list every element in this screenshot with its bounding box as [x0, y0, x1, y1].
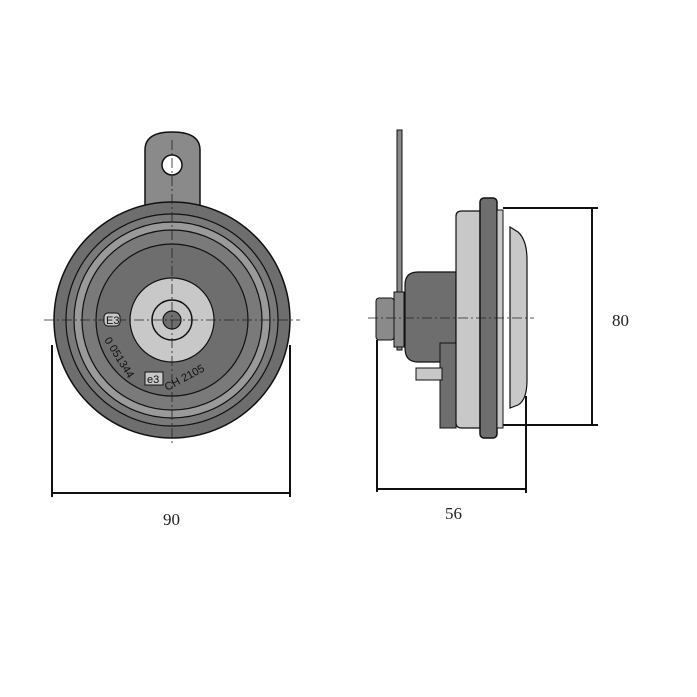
width-dimension: 90: [163, 510, 180, 529]
bracket-side: [396, 129, 403, 351]
approval-box-1: [103, 312, 121, 327]
front-ring-side: [496, 209, 504, 429]
depth-dimension: 56: [445, 504, 462, 523]
washer: [393, 291, 405, 348]
front-cone: [509, 225, 528, 409]
front-view: E3 0 051344 e3 CH 2105: [44, 131, 300, 445]
nut: [375, 297, 395, 341]
body-light: [455, 210, 481, 429]
terminal: [415, 367, 443, 381]
approval-box-2: [144, 371, 164, 386]
dimension-lines: [51, 207, 598, 497]
approval-mark-2: e3: [147, 374, 159, 386]
connector-block: [439, 342, 457, 429]
height-dimension: 80: [612, 311, 629, 330]
side-view: [368, 129, 534, 439]
approval-mark-1: E3: [106, 315, 119, 327]
